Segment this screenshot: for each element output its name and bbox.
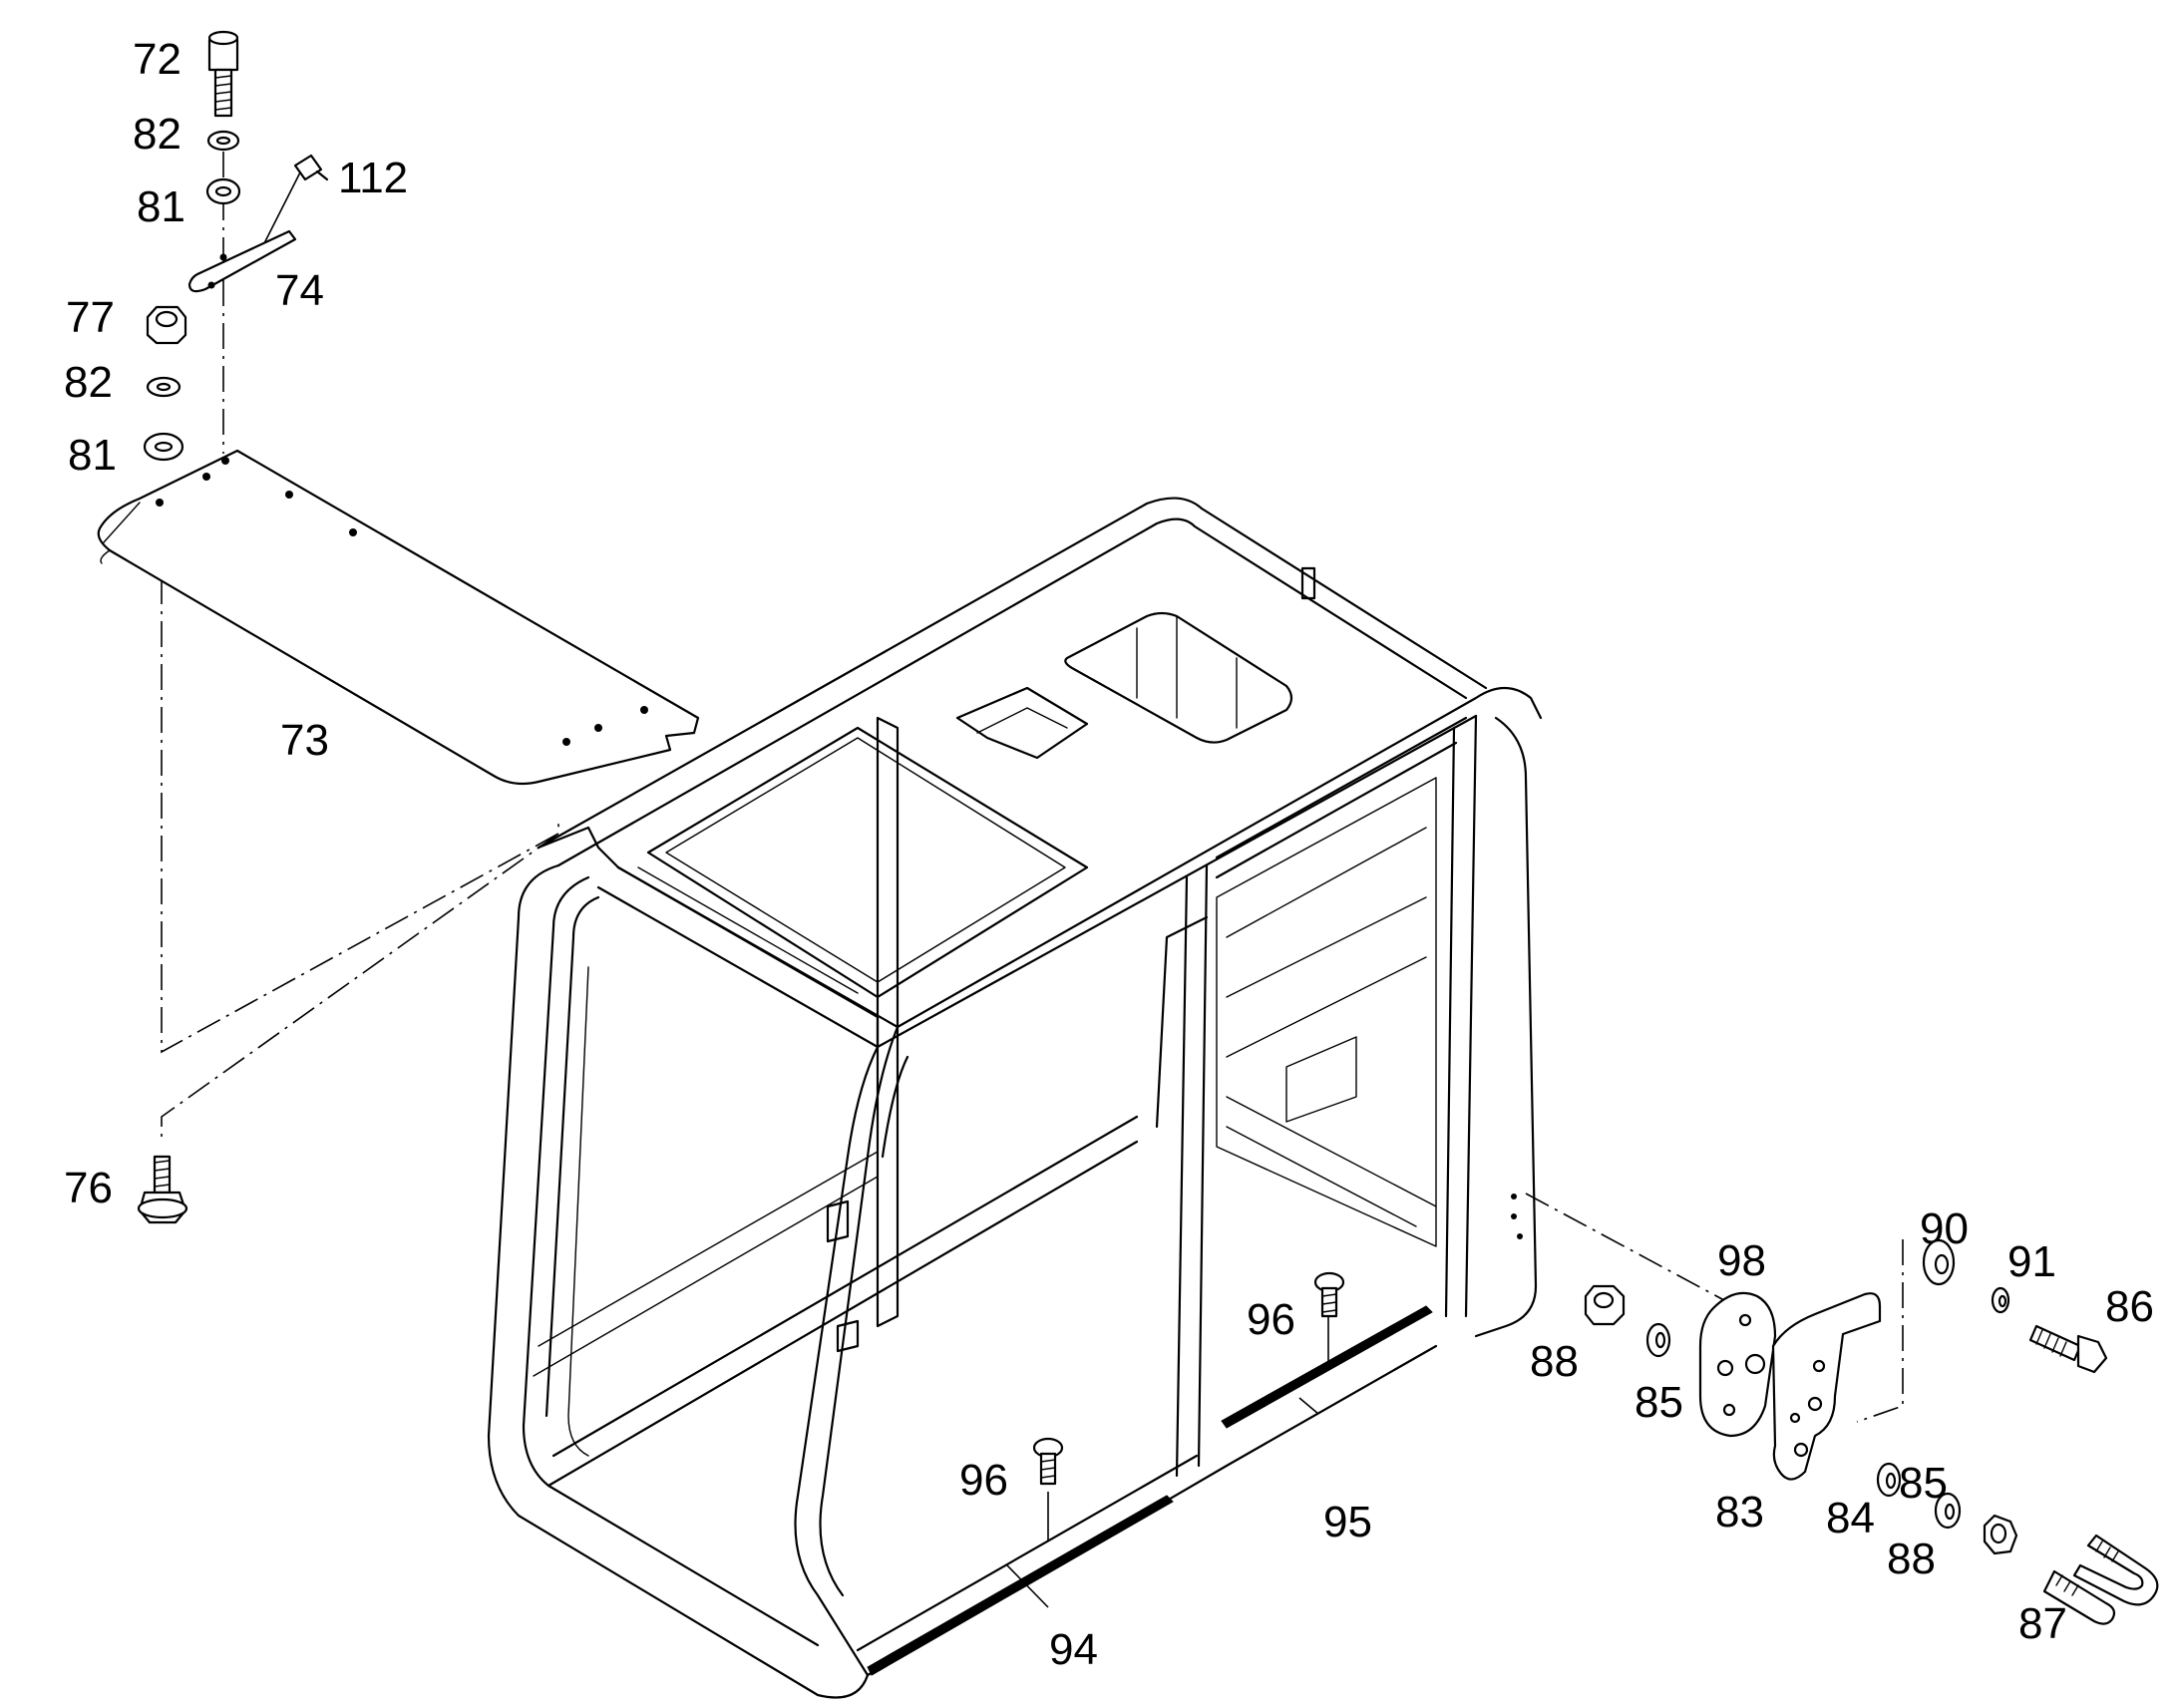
callout-87: 87	[2018, 1599, 2067, 1648]
lock-washer-82-lower	[146, 376, 182, 398]
washer-84	[1876, 1462, 1902, 1498]
lock-washer-91	[1991, 1286, 2010, 1314]
bolt-86	[2028, 1324, 2108, 1374]
washer-85-right	[1934, 1492, 1962, 1530]
callout-83: 83	[1715, 1488, 1764, 1537]
callout-88-left: 88	[1530, 1337, 1579, 1386]
callout-72-top: 72	[133, 35, 182, 84]
callout-81-top: 81	[137, 182, 185, 231]
floor-strip-94	[867, 1495, 1174, 1676]
nut-77	[146, 305, 187, 345]
callout-86: 86	[2105, 1282, 2154, 1331]
roof-panel-73	[97, 449, 700, 786]
washer-85-left	[1645, 1322, 1671, 1358]
u-bolt-87	[2042, 1534, 2159, 1625]
callout-96-left: 96	[959, 1456, 1008, 1505]
floor-strip-95	[1221, 1305, 1433, 1429]
callout-85-left: 85	[1635, 1378, 1683, 1427]
callout-73: 73	[280, 716, 329, 765]
cab-frame	[487, 497, 1543, 1699]
callout-98: 98	[1717, 1236, 1766, 1285]
lock-washer-82-top	[206, 130, 240, 152]
nut-88-left	[1584, 1284, 1626, 1326]
plate-98	[1698, 1291, 1777, 1438]
callout-94: 94	[1049, 1625, 1098, 1674]
callout-91: 91	[2007, 1237, 2056, 1286]
callout-74: 74	[275, 266, 324, 315]
callout-96-right: 96	[1247, 1295, 1295, 1344]
callout-labels: 72 82 81 112 74 77 82 81 73 76 96 96 95 …	[64, 35, 2154, 1674]
bolt-76	[137, 1155, 188, 1224]
nut-88-right	[1983, 1514, 2018, 1555]
callout-82-lower: 82	[64, 358, 113, 407]
assembly-centerlines	[161, 152, 1904, 1423]
callout-82-top: 82	[133, 110, 182, 159]
latch-plate-83	[1771, 1292, 1882, 1481]
leader-lines	[260, 164, 1329, 1608]
washer-81-lower	[143, 432, 184, 462]
callout-81-lower: 81	[68, 431, 117, 480]
screw-96-left	[1032, 1437, 1064, 1486]
callout-85-right: 88	[1887, 1535, 1936, 1583]
callout-84: 84	[1826, 1494, 1875, 1542]
bolt-72	[207, 30, 239, 118]
bracket-74	[187, 229, 297, 293]
callout-76: 76	[64, 1164, 113, 1212]
washer-81-top	[205, 177, 241, 205]
washer-90	[1922, 1238, 1956, 1286]
callout-95: 95	[1323, 1498, 1372, 1546]
callout-77: 77	[66, 293, 115, 342]
screw-96-right	[1313, 1271, 1345, 1318]
clip-112	[293, 154, 329, 181]
callout-112: 112	[338, 154, 408, 202]
